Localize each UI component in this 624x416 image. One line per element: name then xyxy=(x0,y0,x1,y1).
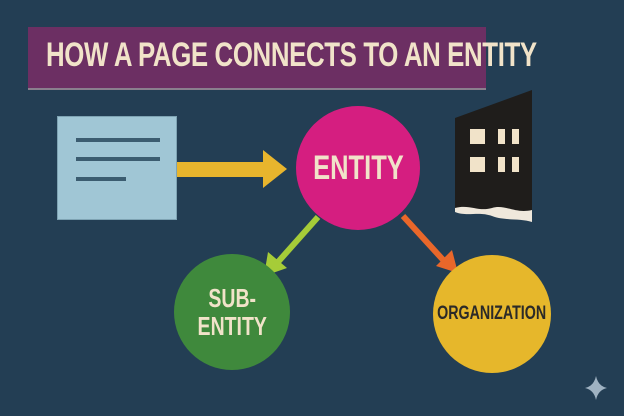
document-text-line xyxy=(76,157,160,161)
sub-entity-node: SUB- ENTITY xyxy=(174,254,290,370)
page-document-node xyxy=(57,116,177,220)
title-banner: HOW A PAGE CONNECTS TO AN ENTITY xyxy=(28,27,537,90)
organization-node: ORGANIZATION xyxy=(433,255,551,373)
organization-label: ORGANIZATION xyxy=(437,303,547,324)
sub-entity-label: SUB- ENTITY xyxy=(197,284,266,340)
entity-label: ENTITY xyxy=(312,148,404,187)
sub-entity-label-line1: SUB- xyxy=(208,283,256,313)
arrow-entity-to-subentity xyxy=(264,215,321,276)
document-text-line xyxy=(76,138,160,142)
page-title: HOW A PAGE CONNECTS TO AN ENTITY xyxy=(46,36,537,74)
arrow-entity-to-organization xyxy=(400,213,458,273)
sparkle-icon xyxy=(585,376,607,400)
sub-entity-label-line2: ENTITY xyxy=(197,311,267,341)
building-icon xyxy=(455,90,532,222)
entity-node: ENTITY xyxy=(296,106,420,230)
arrow-page-to-entity xyxy=(177,150,287,188)
document-text-line xyxy=(76,177,126,181)
